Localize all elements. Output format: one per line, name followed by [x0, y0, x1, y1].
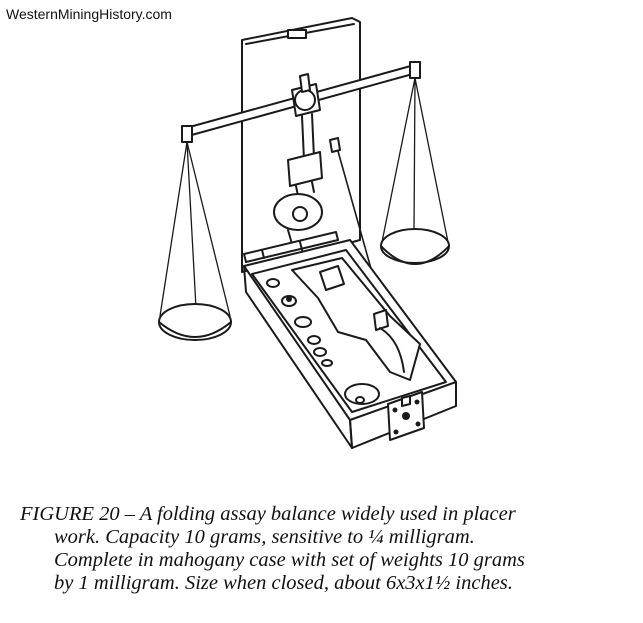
figure-caption: FIGURE 20 – A folding assay balance wide…: [20, 503, 630, 595]
latch-plate: [387, 391, 425, 441]
assay-balance-illustration: [158, 17, 457, 449]
pointer-rod: [329, 137, 387, 323]
watermark: WesternMiningHistory.com: [6, 6, 172, 22]
caption-line-1: FIGURE 20 – A folding assay balance wide…: [20, 503, 516, 525]
weight-holes: [266, 278, 380, 405]
caption-line-2: work. Capacity 10 grams, sensitive to ¼ …: [54, 526, 475, 548]
caption-line-3: Complete in mahogany case with set of we…: [54, 549, 525, 571]
right-pan: [380, 228, 450, 265]
balance-pillar: [273, 73, 323, 245]
case-lid: [241, 17, 361, 273]
left-pan-strings: [159, 141, 231, 317]
left-pan: [158, 303, 232, 341]
lid-hinge: [243, 231, 339, 263]
caption-line-4: by 1 milligram. Size when closed, about …: [54, 572, 513, 594]
case-compartment: [291, 257, 421, 381]
right-pan-strings: [381, 77, 449, 243]
